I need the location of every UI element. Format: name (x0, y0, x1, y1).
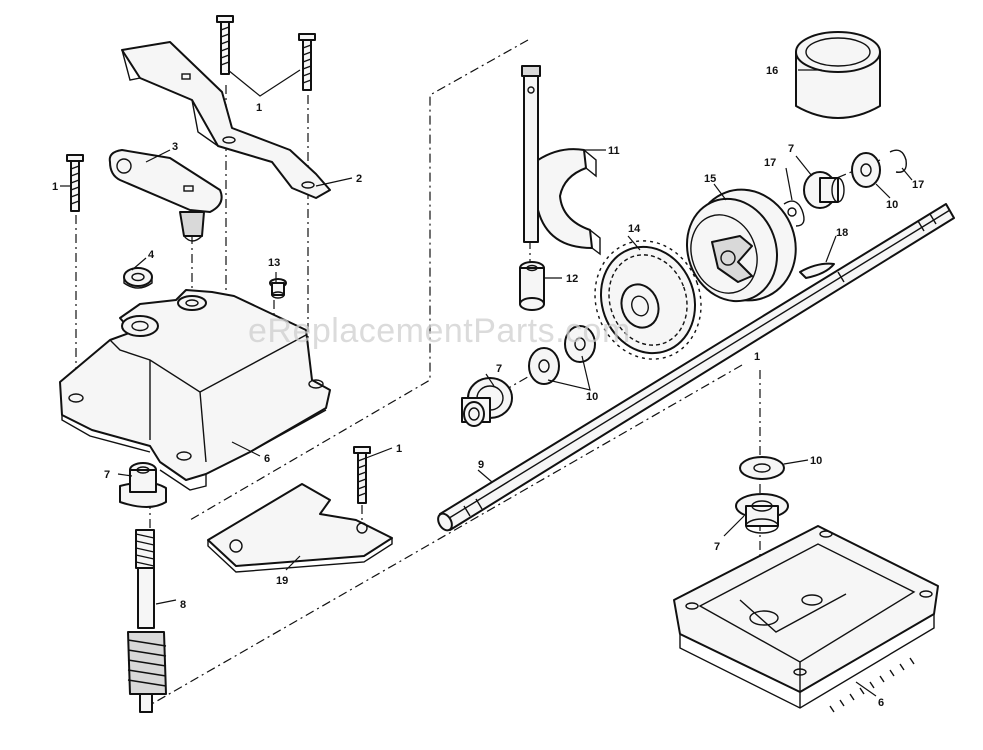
callout-14: 14 (628, 223, 641, 235)
callout-6: 6 (878, 697, 884, 709)
callout-7: 7 (496, 363, 502, 375)
callout-13: 13 (268, 257, 280, 269)
screw-1-lower (353, 446, 371, 504)
screw-1-top-left (216, 15, 234, 75)
callout-10: 10 (586, 391, 598, 403)
part-10-washer-lower (739, 456, 785, 480)
callout-10: 10 (810, 455, 822, 467)
part-7-bushing-upper (803, 171, 845, 209)
callout-3: 3 (172, 141, 178, 153)
callout-1: 1 (52, 181, 58, 193)
callout-12: 12 (566, 273, 578, 285)
part-7-bushing-left (119, 462, 167, 508)
part-10-washer-center-b (564, 325, 596, 363)
part-19-plate (207, 483, 393, 573)
callout-7: 7 (714, 541, 720, 553)
part-4-washer (123, 267, 153, 289)
part-6-upper-housing (59, 289, 331, 491)
part-17-clip-right (889, 149, 907, 173)
part-10-washer-center-a (528, 347, 560, 385)
part-6-lower-housing (673, 525, 939, 713)
callout-9: 9 (478, 459, 484, 471)
callout-19: 19 (276, 575, 288, 587)
callout-2: 2 (356, 173, 362, 185)
callout-1: 1 (396, 443, 402, 455)
leader-lines (60, 69, 913, 697)
callout-15: 15 (704, 173, 716, 185)
callout-1: 1 (754, 351, 760, 363)
callout-7: 7 (104, 469, 110, 481)
part-17-clip-upper (783, 200, 805, 227)
part-12-spacer (519, 261, 545, 311)
part-13-plug (269, 278, 287, 299)
callout-7: 7 (788, 143, 794, 155)
callout-1: 1 (256, 102, 262, 114)
callout-17: 17 (912, 179, 924, 191)
part-7-bushing-center (461, 377, 513, 427)
callout-10: 10 (886, 199, 898, 211)
callout-6: 6 (264, 453, 270, 465)
part-15-clutch-pulley (685, 188, 797, 303)
part-18-key (799, 262, 835, 279)
callout-8: 8 (180, 599, 186, 611)
watermark-text: eReplacementParts.com (248, 312, 631, 350)
callout-labels: 1 1 1 1 2 3 4 6 6 7 7 7 7 8 9 10 10 10 1… (52, 65, 924, 709)
screw-1-left (66, 154, 84, 212)
part-9-axle (437, 203, 955, 532)
part-16-sleeve (795, 31, 881, 119)
part-7-bushing-lower (735, 493, 789, 534)
part-3-shift-lever (108, 149, 223, 242)
part-2-bracket (121, 41, 331, 199)
callout-18: 18 (836, 227, 848, 239)
part-8-worm-shaft (127, 529, 167, 713)
callout-4: 4 (148, 249, 155, 261)
callout-16: 16 (766, 65, 778, 77)
callout-11: 11 (608, 145, 620, 157)
screw-1-top-right (298, 33, 316, 91)
callout-17: 17 (764, 157, 776, 169)
part-14-gear (594, 240, 702, 360)
part-10-washer-upper (851, 152, 881, 188)
part-11-shift-fork (521, 65, 601, 256)
